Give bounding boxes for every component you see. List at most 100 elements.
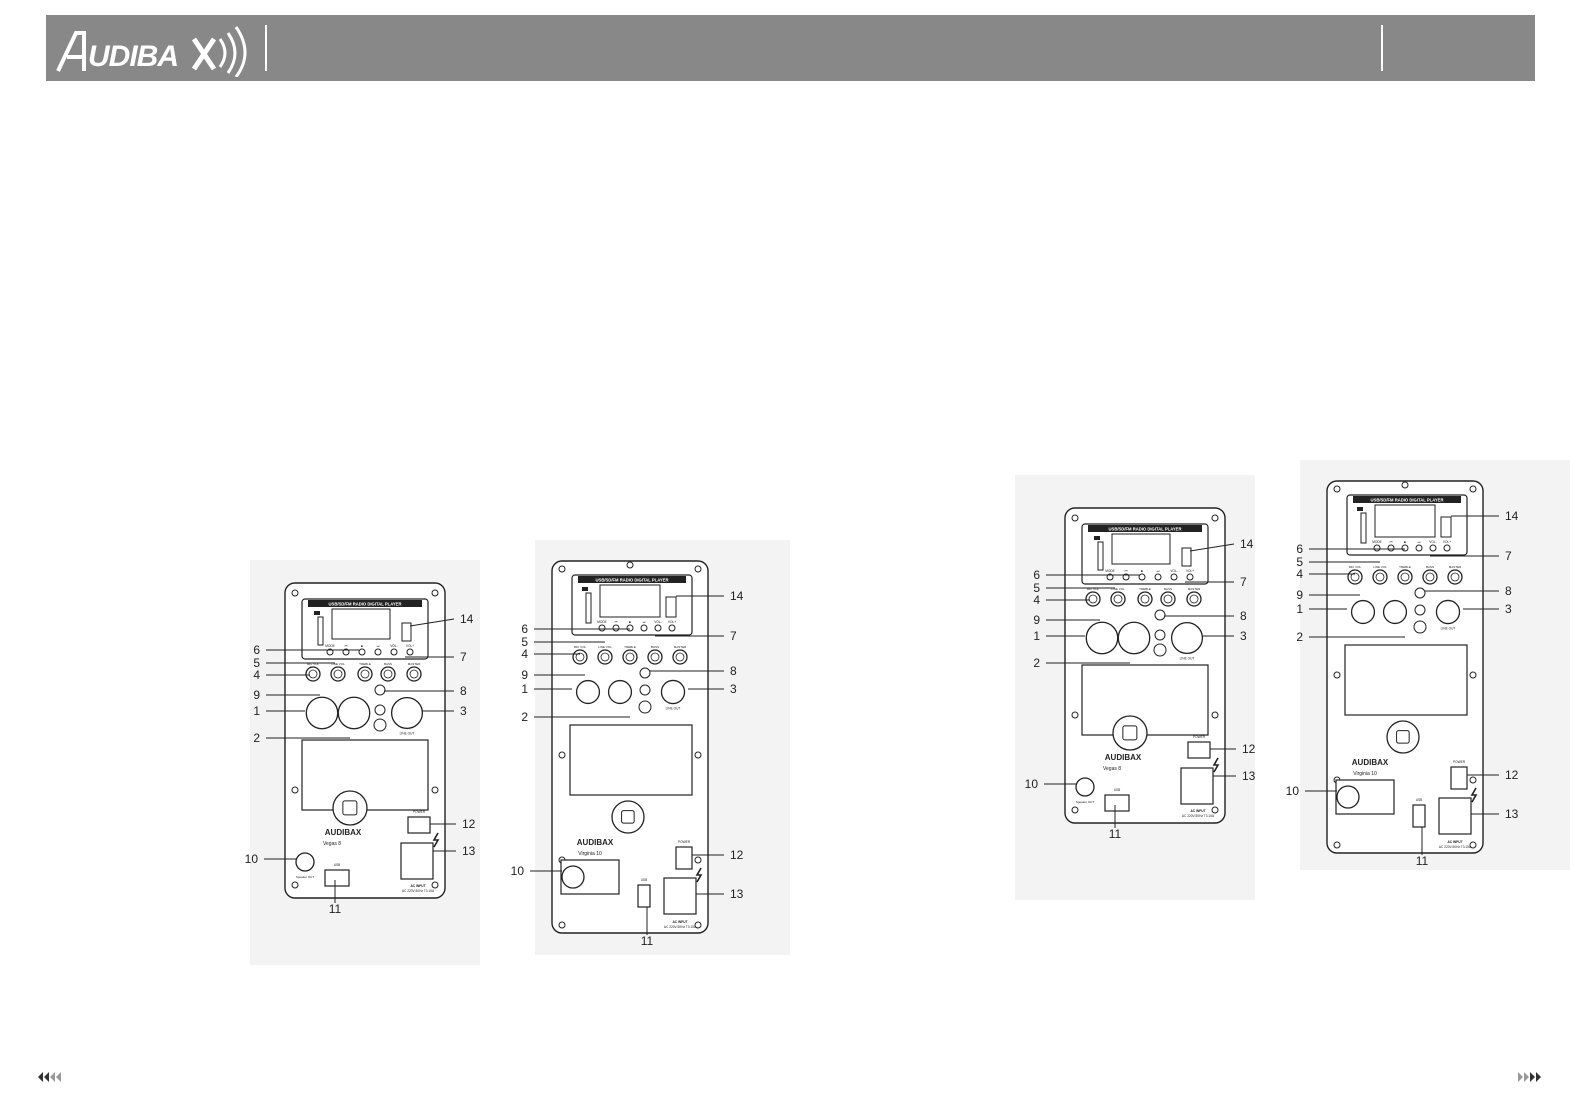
aux-jack [1414,587,1426,599]
knob-cap [360,669,370,679]
knob-label: MASTER [1188,587,1201,591]
callout-number: 4 [1296,567,1303,581]
ac-inlet [1438,797,1472,835]
player-button [626,624,634,632]
line-out-label: LINE OUT [666,707,681,711]
callout-number: 8 [1505,584,1512,598]
callout-number: 7 [1505,549,1512,563]
callout-number: 2 [1033,656,1040,670]
screw-hole [1211,711,1219,719]
callout-leader [409,618,455,627]
player-button-label: VOL+ [668,620,676,624]
high-voltage-icon [695,867,703,883]
screw-hole [1071,514,1079,522]
aux-jack [639,684,651,696]
callout-number: 3 [1240,629,1247,643]
callout-number: 4 [253,668,260,682]
knob-cap [383,669,393,679]
callout-number: 3 [730,682,737,696]
screw-hole [558,921,566,929]
sd-card-slot [1097,541,1104,571]
callout-number: 13 [1505,807,1519,821]
player-display [331,608,391,640]
amplifier-window [569,724,693,796]
svg-text:UDIBA: UDIBA [88,40,178,73]
knob-label: BASS [1426,565,1434,569]
player-button [598,624,606,632]
callout-number: 6 [521,622,528,636]
usb-label: USB [334,863,341,867]
callout-number: 1 [253,704,260,718]
player-title: USB/SD/FM RADIO DIGITAL PLAYER [329,602,402,607]
player-button-label: ⏭ [643,620,646,624]
screw-hole [558,565,566,573]
high-voltage-icon [1470,787,1478,803]
screw-hole [1469,671,1477,679]
screw-hole [1071,806,1079,814]
callout-number: 3 [460,704,467,718]
brand-logo-small: AUDIBAX [1352,758,1389,767]
player-button [358,648,366,656]
knob-label: BASS [384,662,392,666]
ac-input-label: AC 220V-50Hz T3.15A [1182,814,1215,818]
callout-number: 7 [730,629,737,643]
callout-number: 3 [1505,602,1512,616]
callout-number: 9 [253,688,260,702]
screw-hole [1333,485,1341,493]
callout-number: 12 [1505,768,1519,782]
player-button [374,648,382,656]
knob-cap [333,669,343,679]
aux-jack [374,684,386,696]
prev-page-button[interactable] [36,1070,62,1086]
callout-number: 5 [1296,555,1303,569]
combo-input-jack [305,696,339,730]
usb-socket [324,869,350,887]
player-title: USB/SD/FM RADIO DIGITAL PLAYER [1109,527,1182,532]
knob-cap [308,669,318,679]
power-switch [1187,741,1211,759]
rear-panel-diagram: USB/SD/FM RADIO DIGITAL PLAYERMODE⏮■⏭VOL… [245,582,476,916]
ac-inlet [1180,767,1214,805]
speaker-out-jack [1075,777,1095,797]
aux-jack [639,667,651,679]
player-button-label: ■ [1141,569,1143,573]
amplifier-window [301,739,429,811]
player-display [1111,533,1171,565]
player-button-label: ⏮ [615,620,618,624]
player-button-label: ⏭ [1157,569,1160,573]
knob-label: MASTER [1449,565,1462,569]
knob-label: TREBLE [359,662,371,666]
callout-number: 11 [1109,827,1122,841]
sd-card-slot [1360,512,1367,544]
screw-hole [1211,514,1219,522]
model-badge: Vegas 8 [323,841,341,847]
next-page-button[interactable] [1517,1070,1543,1086]
callout-number: 14 [1240,537,1254,551]
screw-hole [431,589,439,597]
knob-cap [625,652,635,662]
screw-hole [291,786,299,794]
knob-cap [1450,572,1460,582]
callout-number: 2 [1296,630,1303,644]
player-button [1401,544,1409,552]
player-title: USB/SD/FM RADIO DIGITAL PLAYER [596,578,669,583]
page-header: UDIBA [46,15,1535,81]
callout-number: 13 [730,887,744,901]
pole-mount-insert [1122,725,1138,741]
combo-input-jack [607,679,633,705]
player-title-bar [1353,496,1461,503]
ac-input-label: AC 220V-50Hz T3.15A [1439,845,1472,849]
pole-mount-insert [621,810,635,824]
brand-logo-small: AUDIBAX [325,828,362,837]
callout-number: 14 [460,612,474,626]
player-title-bar [578,576,686,583]
callout-number: 12 [730,848,744,862]
brand-logo-small: AUDIBAX [577,838,614,847]
usb-port [665,596,677,618]
knob-cap [1189,594,1199,604]
knob-cap [575,652,585,662]
line-out-label: LINE OUT [400,731,415,735]
callout-number: 1 [1033,629,1040,643]
combo-input-jack [1117,621,1151,655]
usb-port [1181,547,1192,567]
